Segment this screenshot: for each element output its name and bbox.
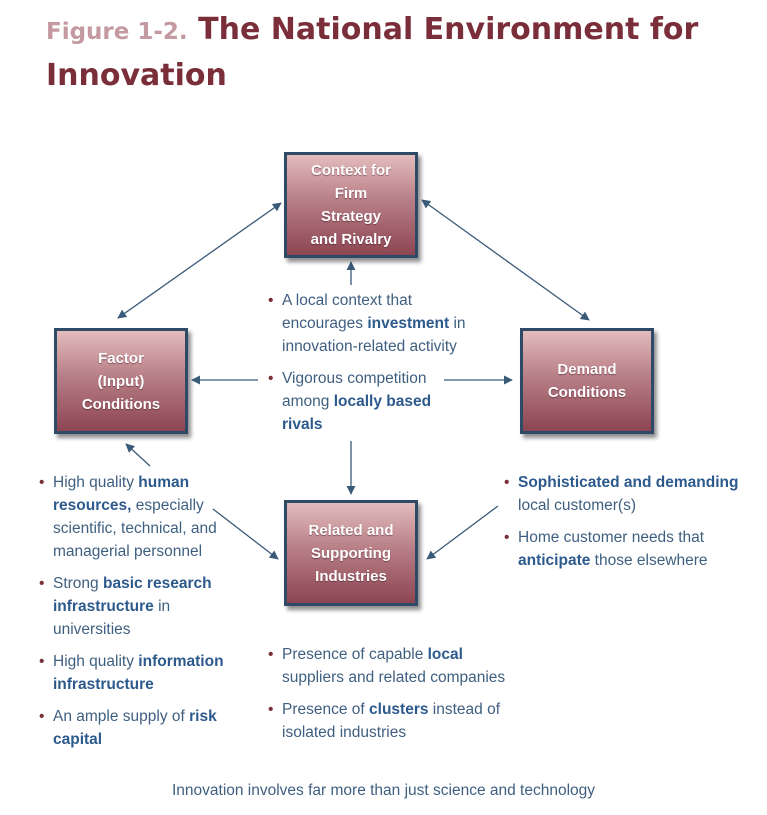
box-factor-conditions: Factor (Input) Conditions xyxy=(54,328,188,434)
box-context-label: Context for Firm Strategy and Rivalry xyxy=(310,162,392,248)
bullet-item: High quality human resources, especially… xyxy=(39,471,249,563)
box-context-firm-strategy: Context for Firm Strategy and Rivalry xyxy=(284,152,418,258)
bullet-item: Presence of capable local suppliers and … xyxy=(268,643,518,689)
bullet-bold-text: Sophisticated and demanding xyxy=(518,474,739,491)
figure-title-text: The National Environment for Innovation xyxy=(46,12,699,93)
arrow-factor-context xyxy=(117,202,282,319)
bullet-text: especially scientific, technical, and ma… xyxy=(53,497,217,560)
bullet-text: those elsewhere xyxy=(590,552,708,569)
bullet-item: Strong basic research infrastructure in … xyxy=(39,572,249,641)
bullet-bold-text: risk capital xyxy=(53,708,217,748)
related-bullet-list: Presence of capable local suppliers and … xyxy=(268,643,518,753)
bullet-text: Strong xyxy=(53,575,103,592)
bullet-bold-text: investment xyxy=(367,315,450,332)
box-factor-label: Factor (Input) Conditions xyxy=(81,349,161,413)
bullet-text: Presence of capable xyxy=(282,646,428,663)
bullet-item: Vigorous competition among locally based… xyxy=(268,367,473,436)
bullet-bold-text: human resources, xyxy=(53,474,190,514)
bullet-text: An ample supply of xyxy=(53,708,190,725)
bullet-text: Presence of xyxy=(282,701,370,718)
bullet-text: A local context that encourages xyxy=(282,292,413,332)
arrow-factor-up xyxy=(125,443,151,467)
bullet-text: Home customer needs that xyxy=(518,529,705,546)
bullet-item: Presence of clusters instead of isolated… xyxy=(268,698,518,744)
bullet-text: High quality xyxy=(53,474,139,491)
bullet-text: instead of isolated industries xyxy=(282,701,501,741)
bullet-item: A local context that encourages investme… xyxy=(268,289,473,358)
figure-label: Figure 1-2. xyxy=(46,19,188,45)
caption: Innovation involves far more than just s… xyxy=(171,782,596,799)
context-bullet-list: A local context that encourages investme… xyxy=(268,289,473,445)
box-demand-conditions: Demand Conditions xyxy=(520,328,654,434)
bullet-bold-text: local xyxy=(427,646,463,663)
bullet-text: in universities xyxy=(53,598,171,638)
bullet-bold-text: information infrastructure xyxy=(53,653,224,693)
bullet-text: Vigorous competition among xyxy=(282,370,427,410)
figure-title: Figure 1-2. The National Environment for… xyxy=(46,8,767,97)
box-related-industries: Related and Supporting Industries xyxy=(284,500,418,606)
bullet-text: High quality xyxy=(53,653,139,670)
demand-bullet-list: Sophisticated and demanding local custom… xyxy=(504,471,746,581)
bullet-bold-text: clusters xyxy=(369,701,429,718)
bullet-item: Home customer needs that anticipate thos… xyxy=(504,526,746,572)
box-related-label: Related and Supporting Industries xyxy=(308,521,394,585)
factor-bullet-list: High quality human resources, especially… xyxy=(39,471,249,760)
bullet-item: High quality information infrastructure xyxy=(39,650,249,696)
bullet-text: in innovation-related activity xyxy=(282,315,466,355)
bullet-bold-text: locally based rivals xyxy=(282,393,432,433)
arrow-demand-related xyxy=(426,505,499,560)
bullet-item: An ample supply of risk capital xyxy=(39,705,249,751)
bullet-bold-text: basic research infrastructure xyxy=(53,575,212,615)
box-demand-label: Demand Conditions xyxy=(547,361,627,401)
bullet-bold-text: anticipate xyxy=(518,552,591,569)
bullet-text: suppliers and related companies xyxy=(282,669,506,686)
bullet-text: local customer(s) xyxy=(518,497,636,514)
arrow-context-demand xyxy=(421,199,590,321)
bullet-item: Sophisticated and demanding local custom… xyxy=(504,471,746,517)
